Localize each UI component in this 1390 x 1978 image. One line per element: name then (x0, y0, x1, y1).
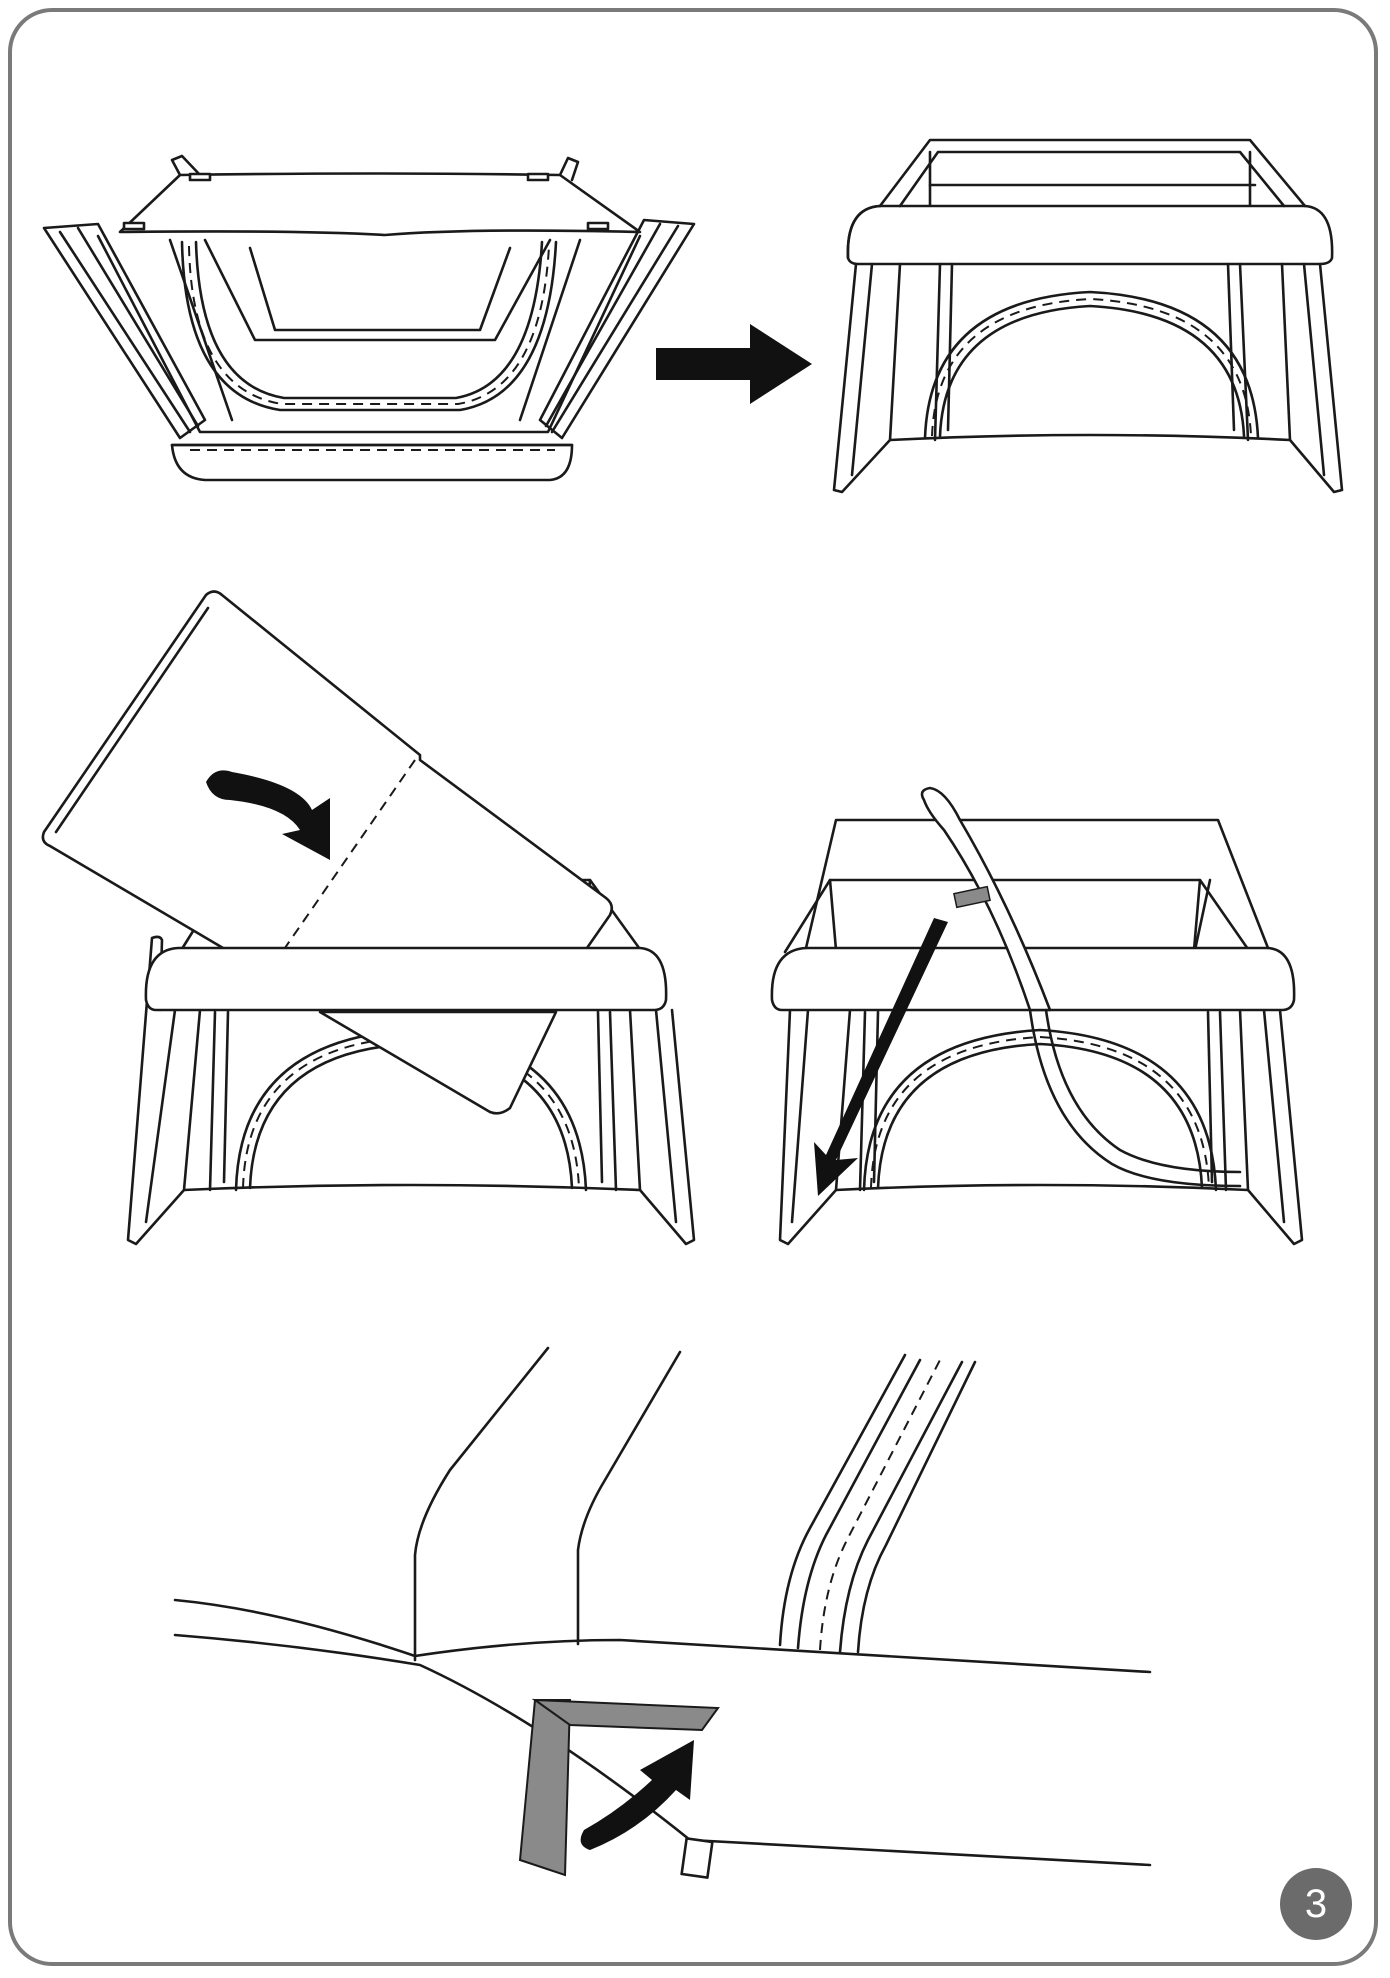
curved-arrow-icon (206, 770, 330, 860)
crib-left-rail (144, 946, 668, 1012)
open-crib (832, 138, 1344, 494)
straight-arrow-icon (814, 918, 948, 1196)
tab-flap (518, 1698, 720, 1877)
step-number-badge: 3 (1280, 1868, 1352, 1940)
tab-closeup (173, 1346, 1152, 1879)
curved-arrow-icon (580, 1740, 694, 1850)
right-arrow-icon (656, 324, 812, 404)
strap (920, 786, 1242, 1188)
flat-folded-crib (42, 154, 696, 482)
page-frame (8, 8, 1378, 1966)
crib-right (770, 818, 1304, 1246)
mattress-panel (41, 590, 614, 1115)
